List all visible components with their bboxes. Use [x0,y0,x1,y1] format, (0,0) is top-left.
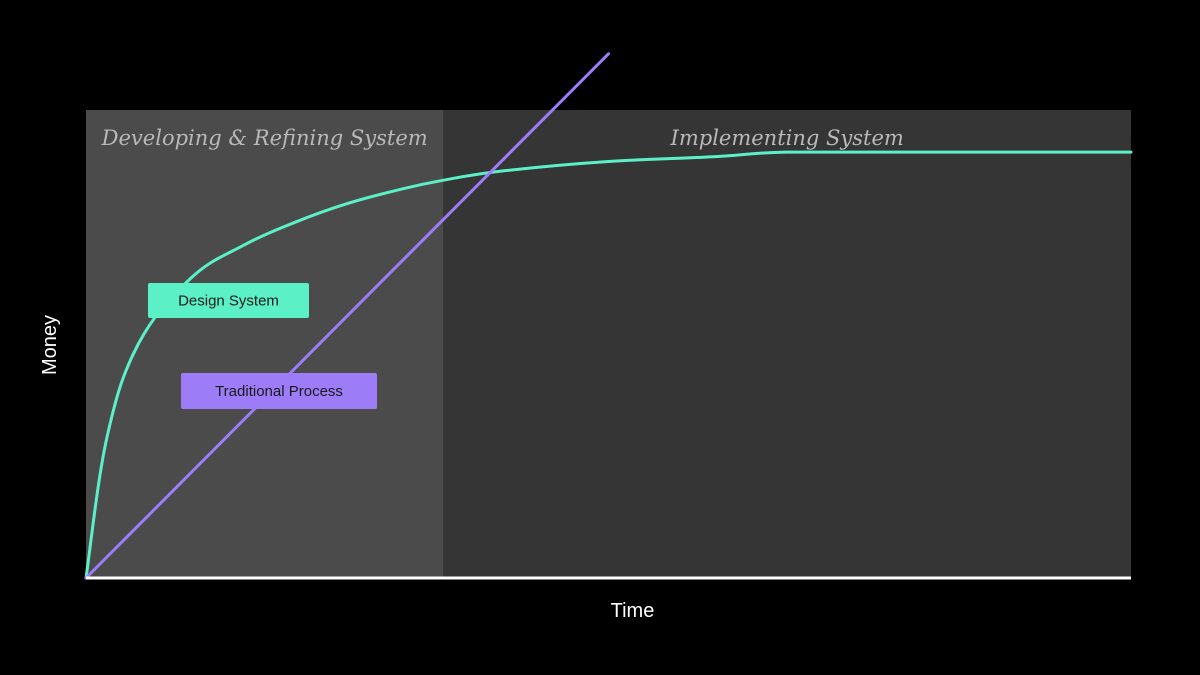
series-line-1 [84,52,610,580]
series-label-1: Traditional Process [215,383,343,400]
phase-backgrounds: Developing & Refining System Implementing… [86,110,1131,578]
series-line-0 [84,150,1133,580]
series-label-box-1 [181,373,377,409]
phase-label-1: Implementing System [670,126,904,150]
phase-label-0: Developing & Refining System [101,126,428,150]
y-axis-label: Money [39,315,61,375]
phase-band-0 [86,110,444,578]
x-axis-label: Time [611,600,655,622]
series-lines [84,52,1133,580]
series-label-box-0 [148,283,309,318]
phase-band-1 [443,110,1131,578]
series-label-0: Design System [178,293,279,310]
